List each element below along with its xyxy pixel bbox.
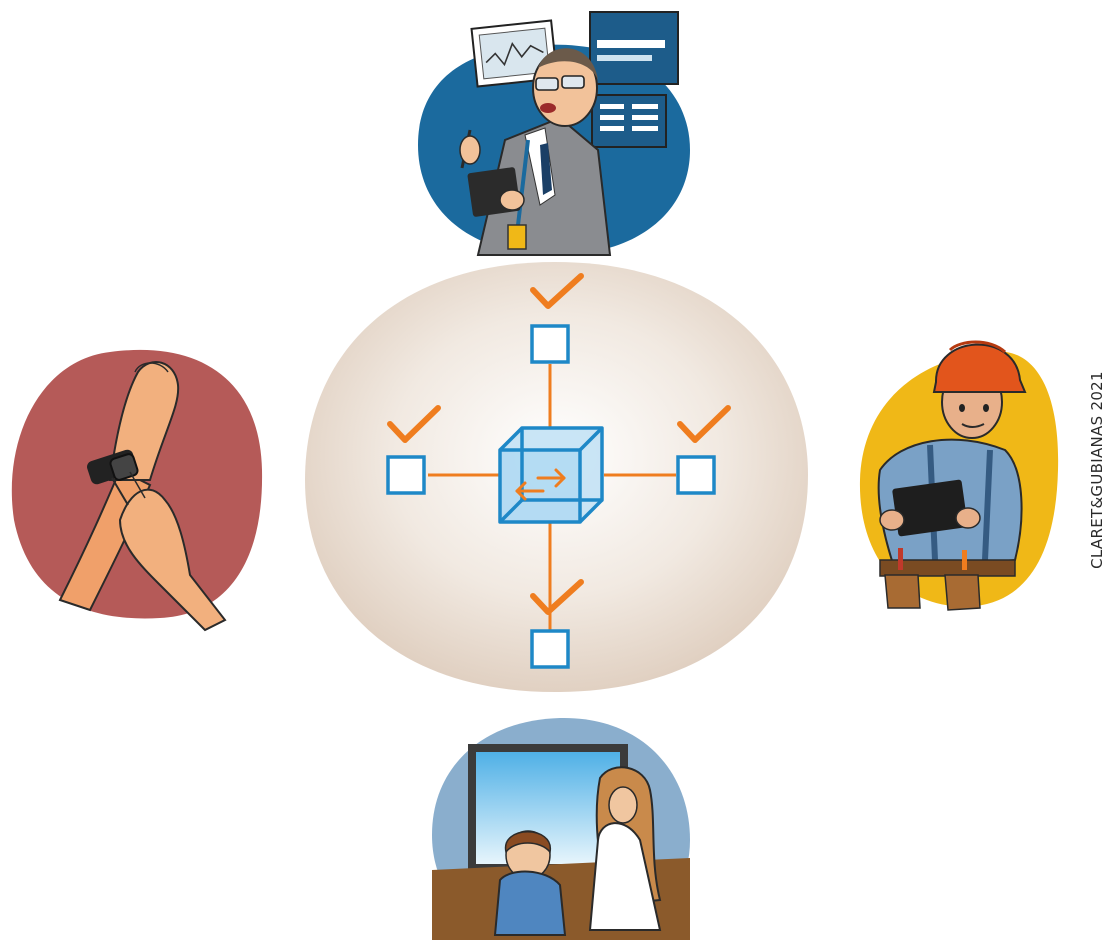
checkmark-icon xyxy=(677,405,731,443)
smartwatch-wrist-illustration xyxy=(11,349,263,632)
checkbox-icon xyxy=(676,455,716,495)
checkbox-icon xyxy=(386,455,426,495)
node-top xyxy=(530,273,584,364)
node-right xyxy=(676,405,731,495)
copyright-credit: CLARET&GUBIANAS 2021 xyxy=(1088,371,1106,569)
node-left xyxy=(386,405,441,495)
checkbox-icon xyxy=(530,629,570,669)
cube-with-arrows-icon xyxy=(498,426,604,524)
family-window-illustration xyxy=(432,717,690,940)
node-bottom xyxy=(530,579,584,669)
presenter-illustration xyxy=(418,11,690,256)
checkbox-icon xyxy=(530,324,570,364)
checkmark-icon xyxy=(387,405,441,443)
central-hub xyxy=(305,262,808,693)
checkmark-icon xyxy=(530,273,584,309)
checkmark-icon xyxy=(530,579,584,615)
construction-worker-illustration xyxy=(859,340,1059,611)
